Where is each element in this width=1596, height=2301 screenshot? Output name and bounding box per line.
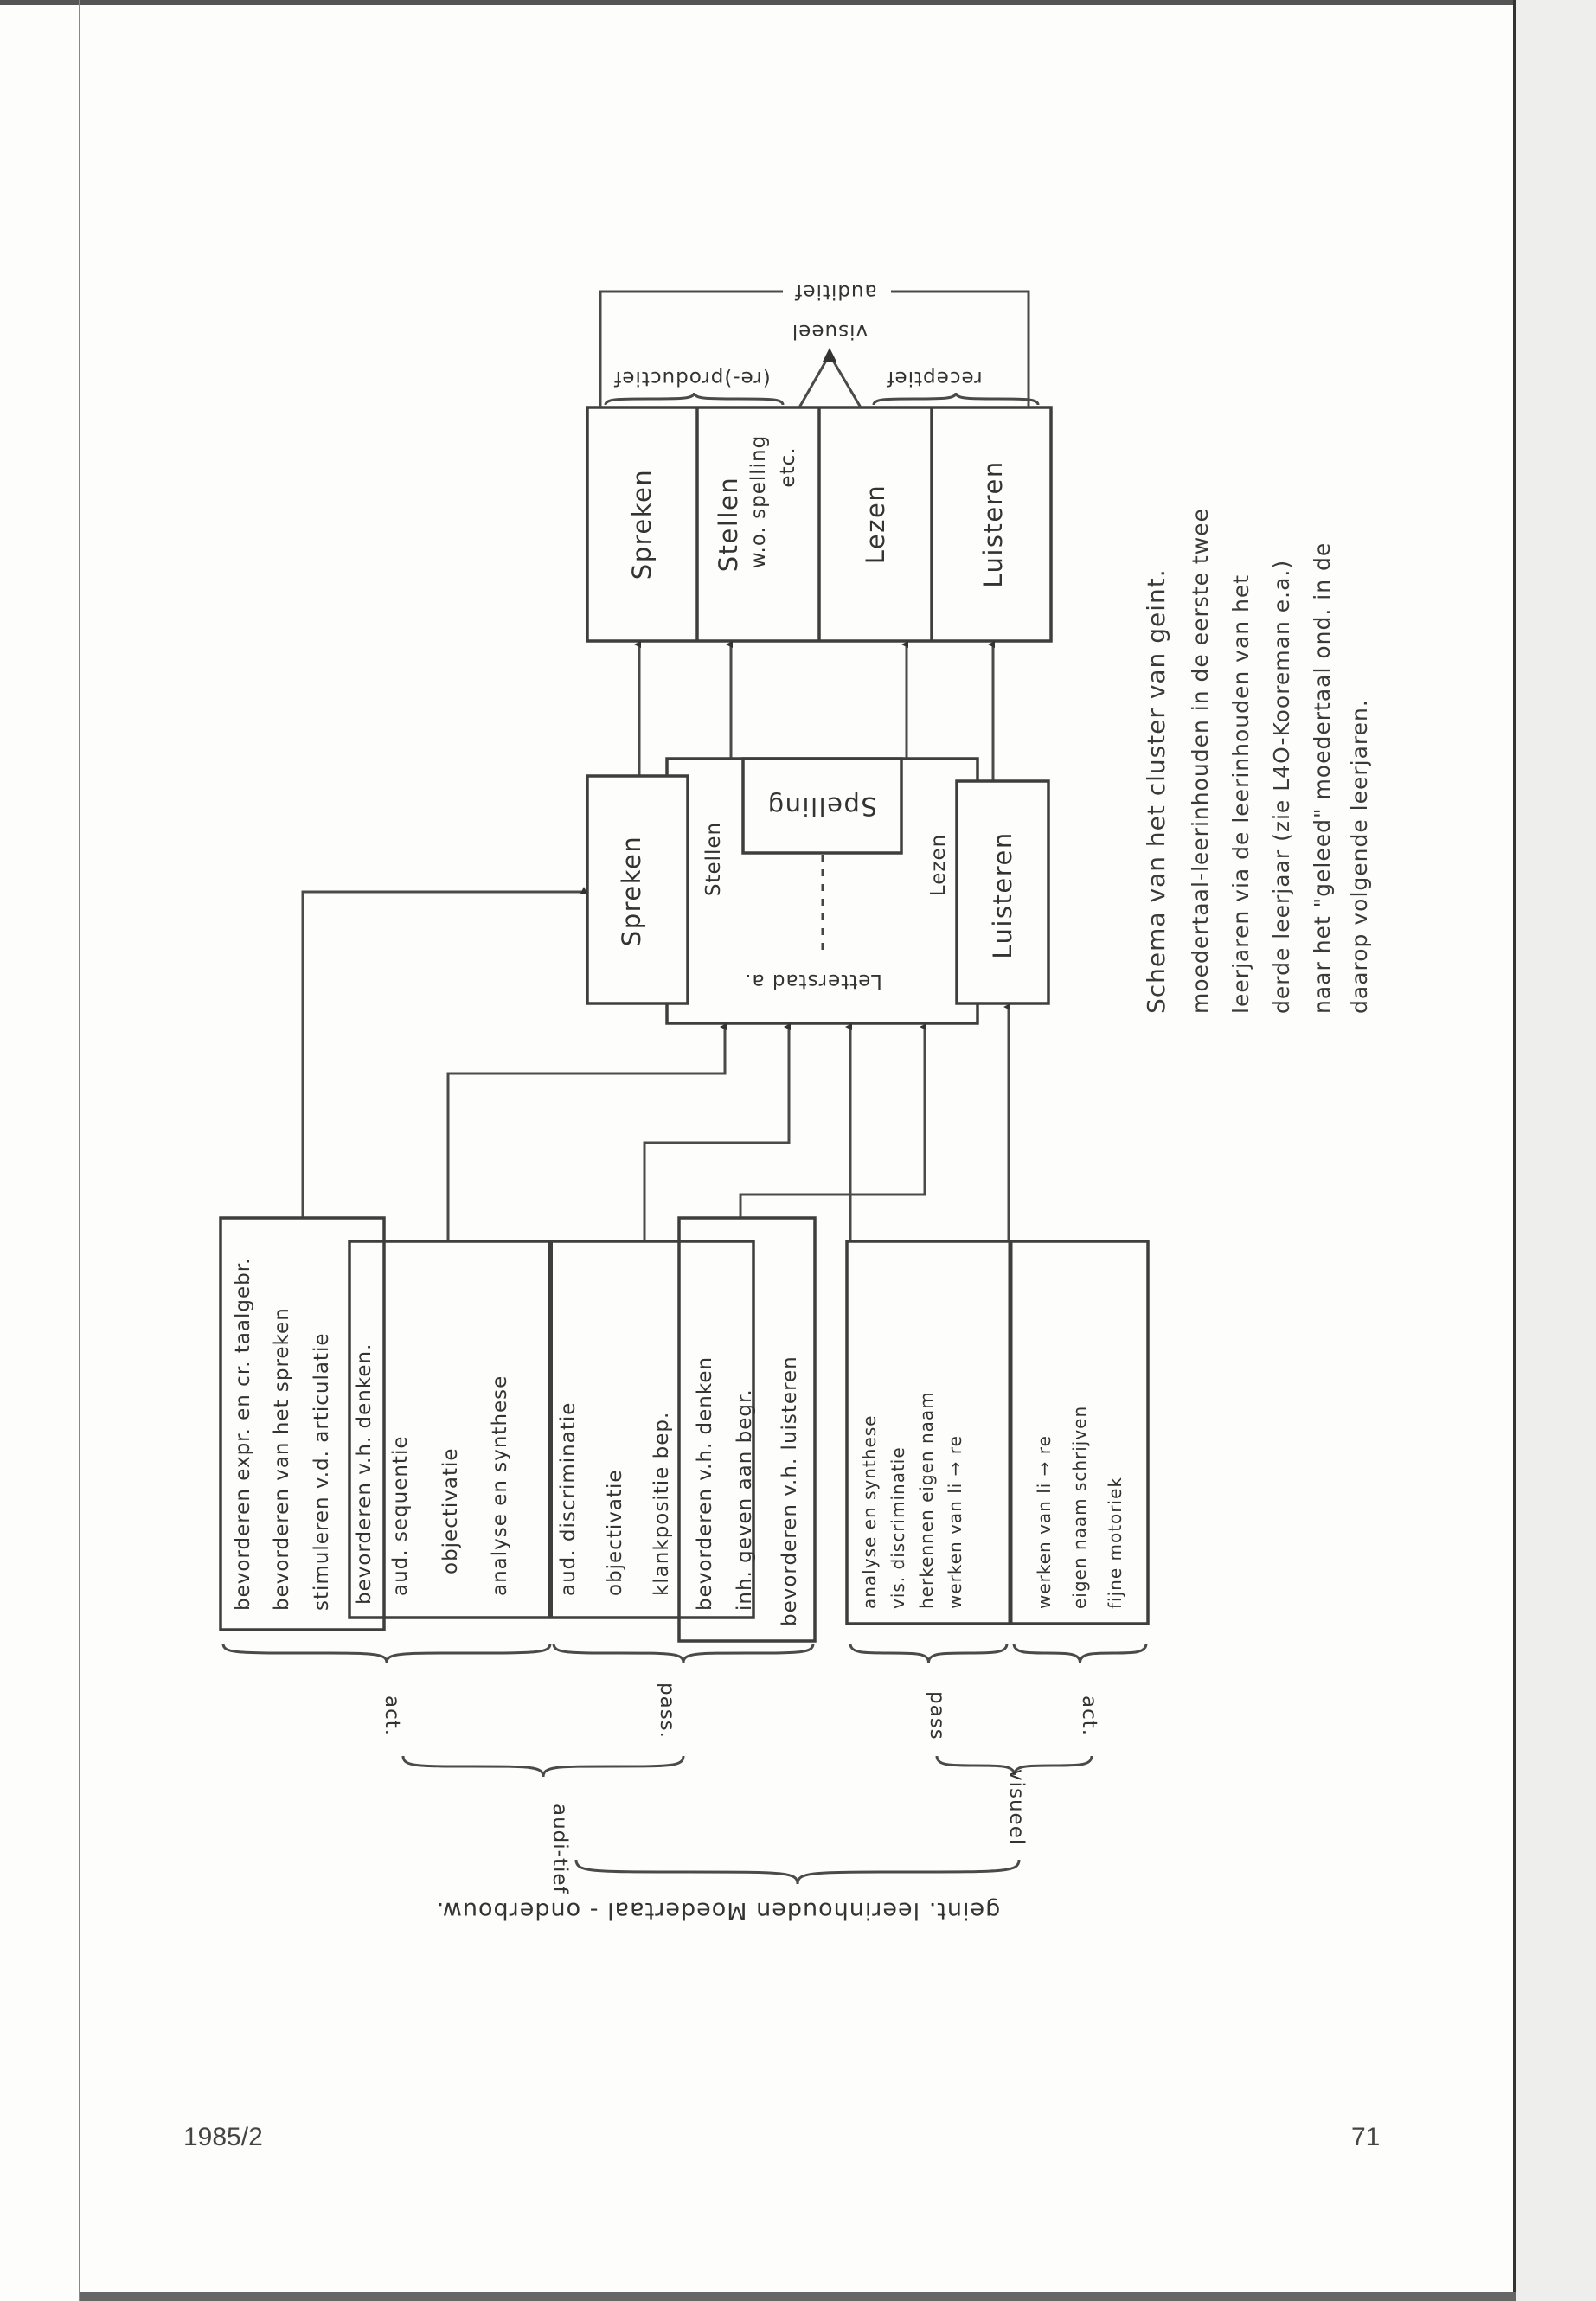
output-lezen: Lezen xyxy=(861,484,890,564)
visual-arrow xyxy=(798,352,862,408)
output-stellen-sub: w.o. spelling xyxy=(747,435,770,568)
box-text: klankpositie bep. xyxy=(651,1412,673,1596)
middle-to-output-arrows xyxy=(634,641,995,781)
luisteren-box xyxy=(955,779,1050,1005)
visueel-box xyxy=(845,1240,1150,1625)
connector-expressie xyxy=(301,887,587,1218)
middle-box: Spreken Stellen Spelling Lezen Luisteren… xyxy=(586,757,1050,1025)
feedback-line-left xyxy=(599,290,783,407)
productief-brace xyxy=(604,392,785,406)
denken-luisteren-box xyxy=(677,1216,817,1643)
act-label: act. xyxy=(1078,1695,1100,1736)
brace-act xyxy=(221,1643,552,1663)
box-text: analyse en synthese xyxy=(489,1375,511,1596)
caption-line: naar het "geleed" moedertaal ond. in de xyxy=(1310,542,1335,1014)
middle-stellen: Stellen xyxy=(702,822,725,896)
input-connectors xyxy=(301,887,1010,1241)
output-luisteren: Luisteren xyxy=(978,460,1008,587)
pass-label: pass xyxy=(926,1691,948,1740)
caption-line: Schema van het cluster van geint. xyxy=(1142,568,1170,1014)
act-label: act. xyxy=(381,1695,403,1736)
top-edge xyxy=(0,0,1596,5)
bottom-edge xyxy=(80,2292,1516,2301)
box-text: aud. discriminatie xyxy=(557,1402,580,1596)
receptief-label: receptief xyxy=(886,367,982,389)
box-text: inh. geven aan begr. xyxy=(734,1388,756,1611)
right-margin xyxy=(1515,0,1596,2301)
output-stellen-etc: etc. xyxy=(777,446,799,487)
caption-line: daarop volgende leerjaren. xyxy=(1347,699,1372,1014)
group-label: geint. leerinhouden Moedertaal - onderbo… xyxy=(436,1897,1001,1924)
productief-label: (re-)productief xyxy=(613,367,770,389)
auditief-label: auditief xyxy=(794,280,876,303)
middle-spreken: Spreken xyxy=(617,836,646,946)
output-box: Spreken Stellen w.o. spelling etc. Lezen… xyxy=(586,280,1053,643)
box-text: fijne motoriek xyxy=(1105,1477,1125,1609)
box-text: bevorderen expr. en cr. taalgebr. xyxy=(232,1258,254,1611)
box-text: werken van li → re xyxy=(945,1435,965,1609)
middle-spelling: Spelling xyxy=(766,792,877,821)
spreken-box xyxy=(586,774,689,1005)
visueel-brace-label: visueel xyxy=(1005,1769,1028,1845)
box-text: stimuleren v.d. articulatie xyxy=(311,1333,333,1612)
braces: act. pass. pass act. audi-tief visueel g… xyxy=(221,1643,1148,1924)
middle-letterstad: Letterstad a. xyxy=(744,970,882,992)
auditief-brace-label: audi-tief xyxy=(548,1804,571,1894)
brace-pass xyxy=(552,1643,815,1663)
brace-auditief xyxy=(401,1755,685,1778)
output-spreken: Spreken xyxy=(627,469,657,580)
connector-sequentie xyxy=(446,1023,727,1241)
box-text: bevorderen v.h. denken xyxy=(694,1356,716,1611)
connector-denken xyxy=(739,1023,926,1218)
brace-visueel xyxy=(935,1755,1093,1776)
receptief-brace xyxy=(872,392,1040,406)
caption-line: derde leerjaar (zie L4O-Kooreman e.a.) xyxy=(1269,560,1294,1014)
spelling-box xyxy=(741,757,903,855)
brace-pass-visueel xyxy=(849,1643,1009,1663)
box-text: eigen naam schrijven xyxy=(1069,1406,1090,1609)
box-text: herkennen eigen naam xyxy=(916,1391,937,1609)
box-text: objectivatie xyxy=(604,1469,626,1596)
issue-number: 1985/2 xyxy=(183,2123,263,2151)
box-text: aud. sequentie xyxy=(389,1436,412,1597)
connector-discriminatie xyxy=(643,1023,791,1241)
feedback-line-right xyxy=(891,290,1030,407)
page-number: 71 xyxy=(1351,2123,1380,2151)
caption-line: leerjaren via de leerinhouden van het xyxy=(1228,574,1253,1014)
arrow-head xyxy=(823,348,836,362)
box-text: analyse en synthese xyxy=(859,1415,880,1609)
middle-luisteren: Luisteren xyxy=(988,831,1017,958)
caption: Schema van het cluster van geint. moeder… xyxy=(1142,508,1372,1014)
box-text: werken van li → re xyxy=(1034,1435,1054,1609)
box-text: objectivatie xyxy=(439,1447,462,1574)
output-stellen: Stellen xyxy=(714,477,743,572)
middle-lezen: Lezen xyxy=(927,834,950,896)
expressie-box xyxy=(219,1216,386,1631)
brace-act-visueel xyxy=(1012,1643,1148,1663)
box-text: vis. discriminatie xyxy=(888,1446,908,1609)
visueel-label: visueel xyxy=(792,320,868,343)
input-boxes: bevorderen expr. en cr. taalgebr. bevord… xyxy=(219,1216,1150,1643)
box-text: bevorderen van het spreken xyxy=(271,1307,293,1611)
box-text: bevorderen v.h. luisteren xyxy=(779,1356,801,1626)
pass-label: pass. xyxy=(656,1682,678,1739)
caption-line: moedertaal-leerinhouden in de eerste twe… xyxy=(1188,508,1213,1014)
brace-group xyxy=(574,1859,1021,1885)
box-text: bevorderen v.h. denken. xyxy=(353,1343,375,1605)
